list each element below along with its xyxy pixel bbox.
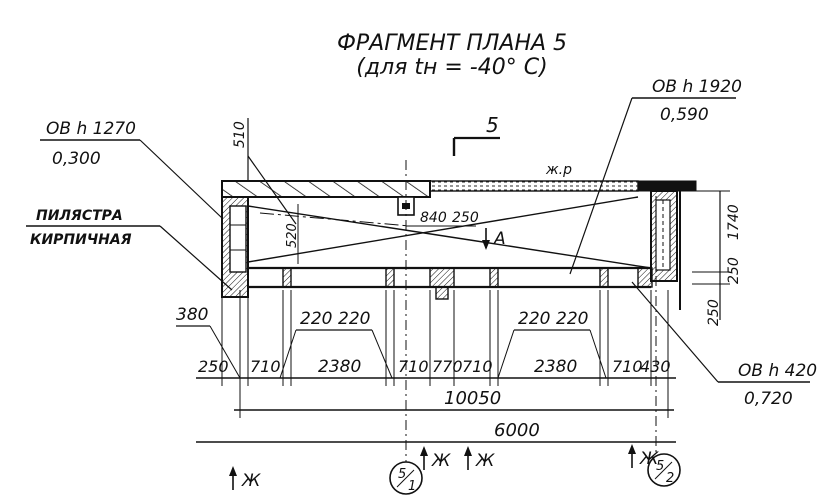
overall-dim: 10050 — [444, 388, 501, 409]
drawing-title: ФРАГМЕНТ ПЛАНА 5 — [337, 31, 567, 56]
top-slab-right — [637, 180, 697, 192]
dim-chain-7: 710 — [612, 357, 643, 376]
dim-380: 380 — [176, 305, 208, 325]
label-zh-r: ж.р — [545, 162, 572, 178]
svg-text:Ж: Ж — [431, 451, 451, 471]
top-slab — [221, 180, 431, 198]
axis-bubble-5-2: 5 2 — [647, 453, 681, 487]
dim-220-2: 220 — [338, 309, 370, 329]
svg-text:Ж: Ж — [475, 451, 495, 471]
zh-mark-3: Ж — [464, 446, 495, 471]
dim-250-right2: 250 — [706, 299, 722, 326]
zh-mark-4: Ж — [628, 444, 659, 469]
dimension-chain: 250 710 2380 710 770 710 2380 710 430 — [198, 290, 671, 418]
section-mark: 5 — [486, 113, 499, 137]
callout-ov1920-bottom: 0,590 — [660, 105, 709, 125]
svg-text:2: 2 — [666, 471, 674, 486]
svg-text:Ж: Ж — [639, 449, 659, 469]
dim-250-top: 250 — [452, 210, 479, 226]
zh-mark-2: Ж — [420, 446, 451, 471]
callout-pilaster-2: КИРПИЧНАЯ — [30, 232, 132, 248]
axis-dim: 6000 — [494, 420, 540, 441]
callout-ov1270-top: ОВ h 1270 — [46, 119, 136, 139]
axis-bubble-5-1: 5 1 — [389, 461, 423, 495]
dim-chain-4: 770 — [432, 357, 463, 376]
dim-chain-5: 710 — [462, 357, 493, 376]
callout-ov420-bottom: 0,720 — [744, 389, 793, 409]
callout-pilaster-1: ПИЛЯСТРА — [36, 208, 123, 224]
dim-510: 510 — [232, 121, 248, 148]
dim-chain-0: 250 — [198, 357, 229, 376]
svg-text:Ж: Ж — [241, 471, 261, 491]
dim-220-1: 220 — [300, 309, 332, 329]
drawing-subtitle: (для tн = -40° С) — [356, 55, 547, 80]
dim-chain-2: 2380 — [318, 357, 361, 377]
dim-220-3: 220 — [518, 309, 550, 329]
svg-text:5: 5 — [398, 467, 406, 482]
dim-840: 840 — [420, 210, 447, 226]
reinforced-slab — [429, 180, 639, 192]
zh-mark-1: Ж — [229, 466, 261, 491]
callout-ov1920-top: ОВ h 1920 — [652, 77, 742, 97]
dim-250-right: 250 — [726, 257, 742, 284]
dim-chain-1: 710 — [250, 357, 281, 376]
dim-520: 520 — [285, 223, 300, 248]
callout-ov1270-bottom: 0,300 — [52, 149, 101, 169]
mark-a: А — [493, 229, 506, 249]
svg-text:5: 5 — [656, 459, 664, 474]
dim-1740: 1740 — [726, 204, 742, 240]
dim-chain-3: 710 — [398, 357, 429, 376]
dim-220-4: 220 — [556, 309, 588, 329]
callout-ov420-top: ОВ h 420 — [738, 361, 817, 381]
svg-text:1: 1 — [408, 479, 416, 494]
dim-chain-6: 2380 — [534, 357, 577, 377]
dim-chain-8: 430 — [640, 357, 671, 376]
